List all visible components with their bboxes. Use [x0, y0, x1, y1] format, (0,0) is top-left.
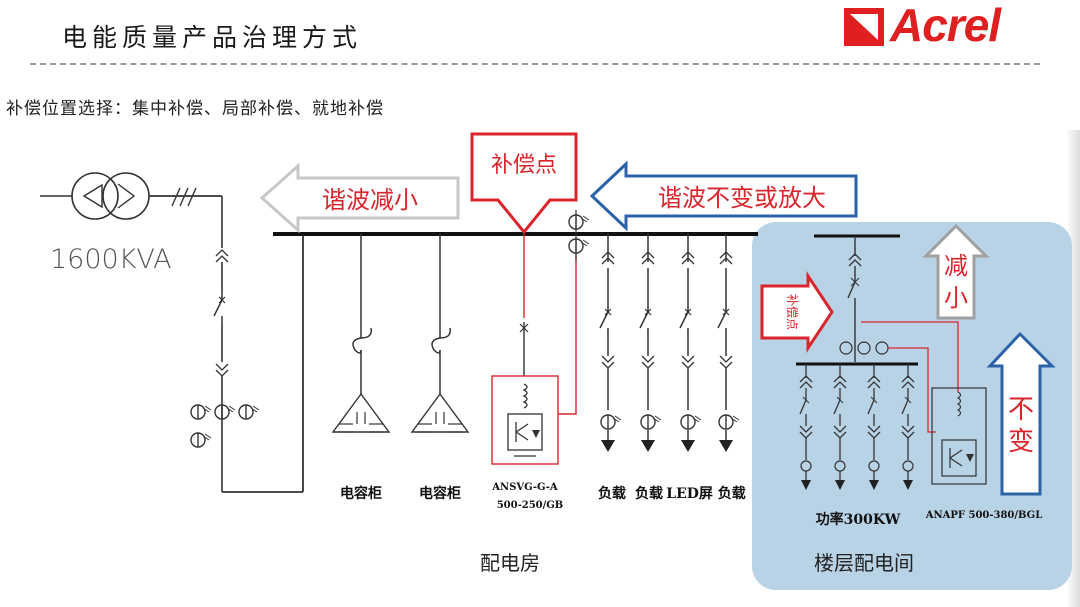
load-label-2: 负载: [635, 485, 663, 502]
unchanged-text-1: 不: [1008, 395, 1034, 425]
compensation-point-label: 补偿点: [491, 153, 557, 178]
harmonic-unchanged-label: 谐波不变或放大: [658, 184, 826, 212]
logo-text: Acrel: [890, 0, 1001, 51]
transformer-label: 1600KVA: [50, 244, 172, 275]
harmonic-unchanged-arrow: [589, 160, 858, 232]
unchanged-text-2: 变: [1008, 427, 1034, 457]
compensation-point-arrow: [470, 132, 578, 235]
load-feeder-1: [600, 234, 621, 452]
acrel-logo: Acrel: [842, 0, 1052, 54]
subtitle: 补偿位置选择：集中补偿、局部补偿、就地补偿: [6, 99, 384, 119]
reduce-arrow: [922, 223, 990, 320]
load-feeder-2: [640, 234, 661, 452]
local-compensation-label: 补偿点: [785, 294, 800, 330]
ansvg-feeder: [491, 210, 590, 465]
reduce-text-1: 减: [944, 252, 968, 280]
local-compensation-arrow: [760, 271, 834, 353]
capacitor-label-1: 电容柜: [340, 485, 382, 502]
capacitor-cabinet-2: [411, 234, 469, 433]
ansvg-model-line1: ANSVG-G-A: [491, 482, 558, 493]
incoming-feeder: [190, 196, 304, 493]
capacitor-cabinet-1: [332, 234, 390, 433]
load-feeder-4: [718, 234, 739, 452]
reduce-text-2: 小: [944, 284, 968, 312]
ansvg-model-line2: 500-250/GB: [497, 500, 564, 511]
harmonic-reduced-arrow: [259, 162, 460, 234]
transformer-symbol: [40, 172, 222, 220]
page-title: 电能质量产品治理方式: [62, 23, 363, 52]
capacitor-label-2: 电容柜: [419, 485, 461, 502]
logo-mark-icon: [844, 8, 884, 46]
load-label-1: 负载: [598, 485, 626, 502]
harmonic-reduced-label: 谐波减小: [322, 186, 418, 214]
anapf-model-label: ANAPF 500-380/BGL: [925, 510, 1043, 521]
led-load-label: LED屏 负载: [666, 485, 746, 502]
load-feeder-3: [680, 234, 701, 452]
floor-power-label: 功率300KW: [816, 511, 901, 528]
distribution-room-label: 配电房: [480, 551, 540, 575]
unchanged-arrow: [986, 331, 1056, 496]
floor-room-label: 楼层配电间: [814, 551, 914, 575]
floor-room-circuit: [796, 234, 987, 490]
header-divider: [30, 63, 1040, 65]
